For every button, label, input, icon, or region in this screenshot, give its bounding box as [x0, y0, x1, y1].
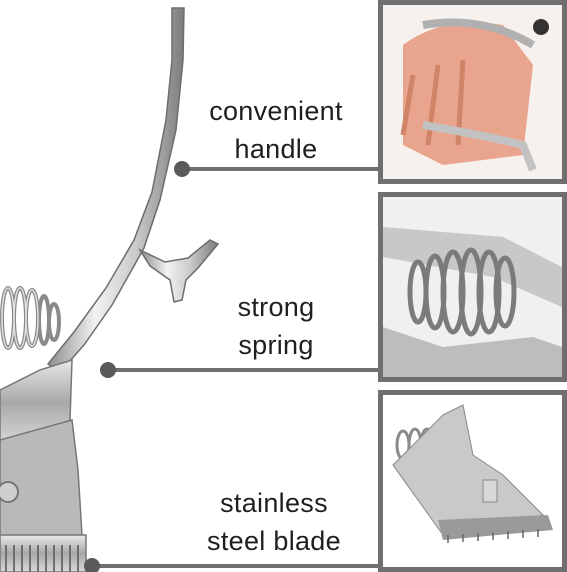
feature-blade-line1: stainless — [220, 488, 328, 518]
clipper-handle — [46, 7, 185, 373]
clipper-handle-fork — [137, 239, 220, 303]
feature-handle-line2: handle — [234, 134, 318, 164]
feature-handle-line1: convenient — [209, 96, 343, 126]
feature-label-spring: strong spring — [186, 288, 366, 364]
spring-closeup-image — [383, 197, 562, 377]
detail-frame-spring — [378, 192, 567, 382]
feature-label-handle: convenient handle — [186, 92, 366, 168]
detail-frame-blade — [378, 390, 567, 572]
clipper-spring — [0, 286, 61, 350]
feature-blade-line2: steel blade — [207, 526, 341, 556]
detail-frame-handle — [378, 0, 567, 184]
feature-label-blade: stainless steel blade — [184, 484, 364, 560]
blade-closeup-image — [383, 395, 562, 567]
hand-holding-handle-image — [383, 5, 562, 179]
feature-spring-line1: strong — [237, 292, 315, 322]
feature-spring-line2: spring — [238, 330, 314, 360]
clipper-blade — [0, 534, 87, 572]
